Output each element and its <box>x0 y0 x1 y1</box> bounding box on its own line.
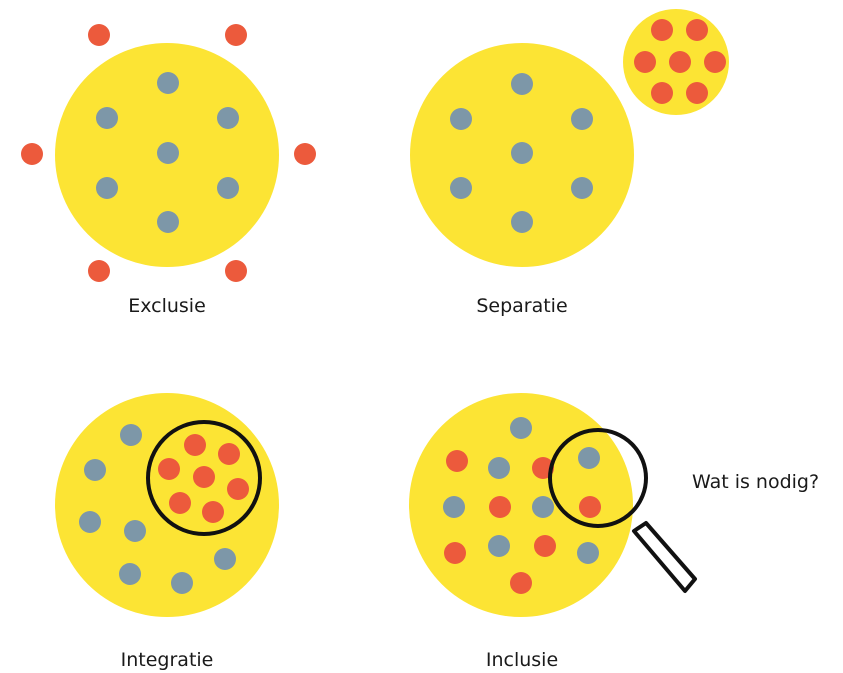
blue-dot <box>120 424 142 446</box>
red-dot <box>510 572 532 594</box>
blue-dot <box>119 563 141 585</box>
red-dots <box>21 24 316 282</box>
red-dot <box>704 51 726 73</box>
group-circle <box>55 393 279 617</box>
red-dot <box>202 501 224 523</box>
blue-dot <box>124 520 146 542</box>
blue-dot <box>157 142 179 164</box>
blue-dots <box>79 424 236 594</box>
red-dot <box>88 24 110 46</box>
blue-dot <box>511 73 533 95</box>
blue-dot <box>488 535 510 557</box>
blue-dot <box>443 496 465 518</box>
blue-dot <box>217 107 239 129</box>
integrated-group-ring <box>146 420 262 536</box>
red-dot <box>184 434 206 456</box>
blue-dot <box>511 211 533 233</box>
panel-label-exclusion: Exclusie <box>128 295 206 317</box>
blue-dot <box>532 496 554 518</box>
red-dot <box>651 82 673 104</box>
group-circle <box>409 393 633 617</box>
panel-inclusion: Wat is nodig? Inclusie <box>409 393 819 671</box>
red-dot <box>489 496 511 518</box>
blue-dot <box>510 417 532 439</box>
blue-dot <box>511 142 533 164</box>
red-dot <box>294 143 316 165</box>
blue-dots <box>450 73 593 233</box>
mixed-dots <box>443 417 601 594</box>
red-dot <box>227 478 249 500</box>
red-dots <box>158 434 249 523</box>
blue-dot <box>450 177 472 199</box>
blue-dot <box>571 177 593 199</box>
red-dot <box>444 542 466 564</box>
blue-dot <box>217 177 239 199</box>
red-dot <box>446 450 468 472</box>
blue-dot <box>577 542 599 564</box>
red-dot <box>21 143 43 165</box>
panel-separation: Separatie <box>410 9 729 317</box>
panel-label-separation: Separatie <box>476 295 567 317</box>
red-dot <box>158 458 180 480</box>
blue-dot <box>571 108 593 130</box>
red-dot <box>225 260 247 282</box>
blue-dot <box>96 177 118 199</box>
red-dot <box>193 466 215 488</box>
blue-dot <box>96 107 118 129</box>
blue-dots <box>96 72 239 233</box>
red-dot <box>686 19 708 41</box>
panel-label-integration: Integratie <box>121 649 214 671</box>
magnifier-icon <box>548 428 697 593</box>
panel-label-inclusion: Inclusie <box>486 649 558 671</box>
red-dot <box>579 496 601 518</box>
red-dot <box>88 260 110 282</box>
red-dot <box>169 492 191 514</box>
panel-exclusion: Exclusie <box>21 24 316 317</box>
red-dot <box>534 535 556 557</box>
blue-dot <box>157 72 179 94</box>
red-dot <box>669 51 691 73</box>
blue-dot <box>578 447 600 469</box>
blue-dot <box>450 108 472 130</box>
red-dot <box>651 19 673 41</box>
blue-dot <box>79 511 101 533</box>
red-dot <box>634 51 656 73</box>
magnifier-lens <box>548 428 648 528</box>
red-dots <box>634 19 726 104</box>
blue-dot <box>488 457 510 479</box>
magnifier-handle <box>632 521 697 593</box>
red-dot <box>218 443 240 465</box>
blue-dot <box>157 211 179 233</box>
blue-dot <box>171 572 193 594</box>
panel-integration: Integratie <box>55 393 279 671</box>
magnifier-label: Wat is nodig? <box>692 471 819 493</box>
blue-dot <box>214 548 236 570</box>
red-dot <box>225 24 247 46</box>
red-dot <box>686 82 708 104</box>
blue-dot <box>84 459 106 481</box>
